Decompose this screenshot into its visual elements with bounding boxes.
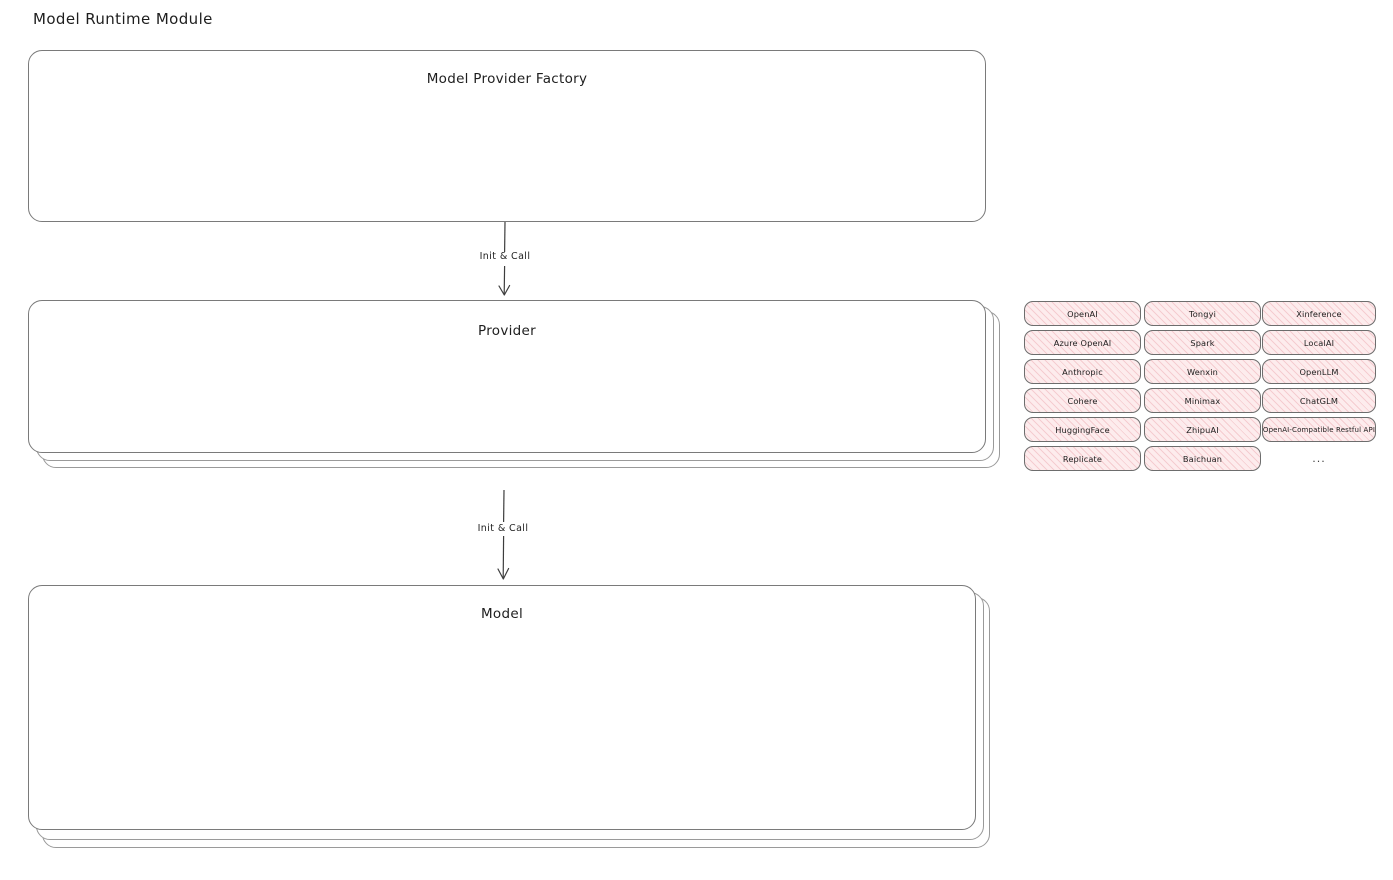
factory-title: Model Provider Factory [426, 71, 588, 87]
provider-pill-azure-openai[interactable]: Azure OpenAI [1024, 330, 1141, 355]
provider-pill-label: LocalAI [1303, 337, 1335, 348]
provider-pill-replicate[interactable]: Replicate [1024, 446, 1141, 471]
arrow-icon [498, 221, 511, 296]
provider-pill-label: OpenAI-Compatible Restful API [1262, 425, 1376, 434]
provider-pill-zhipuai[interactable]: ZhipuAI [1144, 417, 1261, 442]
provider-pill-label: ZhipuAI [1186, 424, 1219, 435]
page-title: Model Runtime Module [33, 10, 213, 28]
provider-pill-label: Spark [1190, 337, 1215, 348]
provider-pill-label: Cohere [1067, 395, 1098, 406]
model-provider-factory-container: Model Provider Factory [28, 50, 986, 222]
provider-pill-label: HuggingFace [1055, 424, 1110, 435]
provider-list-ellipsis: ... [1312, 452, 1326, 465]
provider-pill-label: Minimax [1184, 395, 1221, 406]
provider-container: Provider [28, 300, 986, 453]
provider-pill-cohere[interactable]: Cohere [1024, 388, 1141, 413]
provider-pill-label: ChatGLM [1299, 395, 1339, 406]
provider-pill-label: Baichuan [1182, 453, 1223, 464]
provider-title: Provider [478, 323, 536, 339]
provider-pill-label: Wenxin [1186, 366, 1219, 377]
provider-pill-label: Anthropic [1062, 366, 1103, 377]
model-title: Model [480, 606, 524, 622]
provider-pill-openai[interactable]: OpenAI [1024, 301, 1141, 326]
arrow-icon [497, 489, 510, 580]
provider-pill-tongyi[interactable]: Tongyi [1144, 301, 1261, 326]
arrow-provider-to-model [460, 489, 550, 582]
provider-pill-openllm[interactable]: OpenLLM [1262, 359, 1376, 384]
provider-pill-anthropic[interactable]: Anthropic [1024, 359, 1141, 384]
provider-pill-huggingface[interactable]: HuggingFace [1024, 417, 1141, 442]
provider-pill-spark[interactable]: Spark [1144, 330, 1261, 355]
arrow-factory-to-provider-label: Init & Call [479, 251, 531, 262]
model-container: Model [28, 585, 976, 830]
provider-pill-localai[interactable]: LocalAI [1262, 330, 1376, 355]
provider-pill-label: OpenLLM [1299, 366, 1339, 377]
provider-pill-label: OpenAI [1067, 308, 1098, 319]
arrow-factory-to-provider [460, 221, 550, 298]
provider-pill-label: Tongyi [1188, 308, 1217, 319]
provider-pill-chatglm[interactable]: ChatGLM [1262, 388, 1376, 413]
arrow-provider-to-model-label: Init & Call [477, 523, 529, 534]
provider-pill-label: Azure OpenAI [1053, 337, 1112, 348]
provider-pill-openai-compatible-restful-api[interactable]: OpenAI-Compatible Restful API [1262, 417, 1376, 442]
provider-pill-wenxin[interactable]: Wenxin [1144, 359, 1261, 384]
provider-pill-baichuan[interactable]: Baichuan [1144, 446, 1261, 471]
provider-pill-minimax[interactable]: Minimax [1144, 388, 1261, 413]
provider-pill-label: Xinference [1296, 308, 1342, 319]
provider-pill-xinference[interactable]: Xinference [1262, 301, 1376, 326]
provider-pill-label: Replicate [1062, 453, 1103, 464]
